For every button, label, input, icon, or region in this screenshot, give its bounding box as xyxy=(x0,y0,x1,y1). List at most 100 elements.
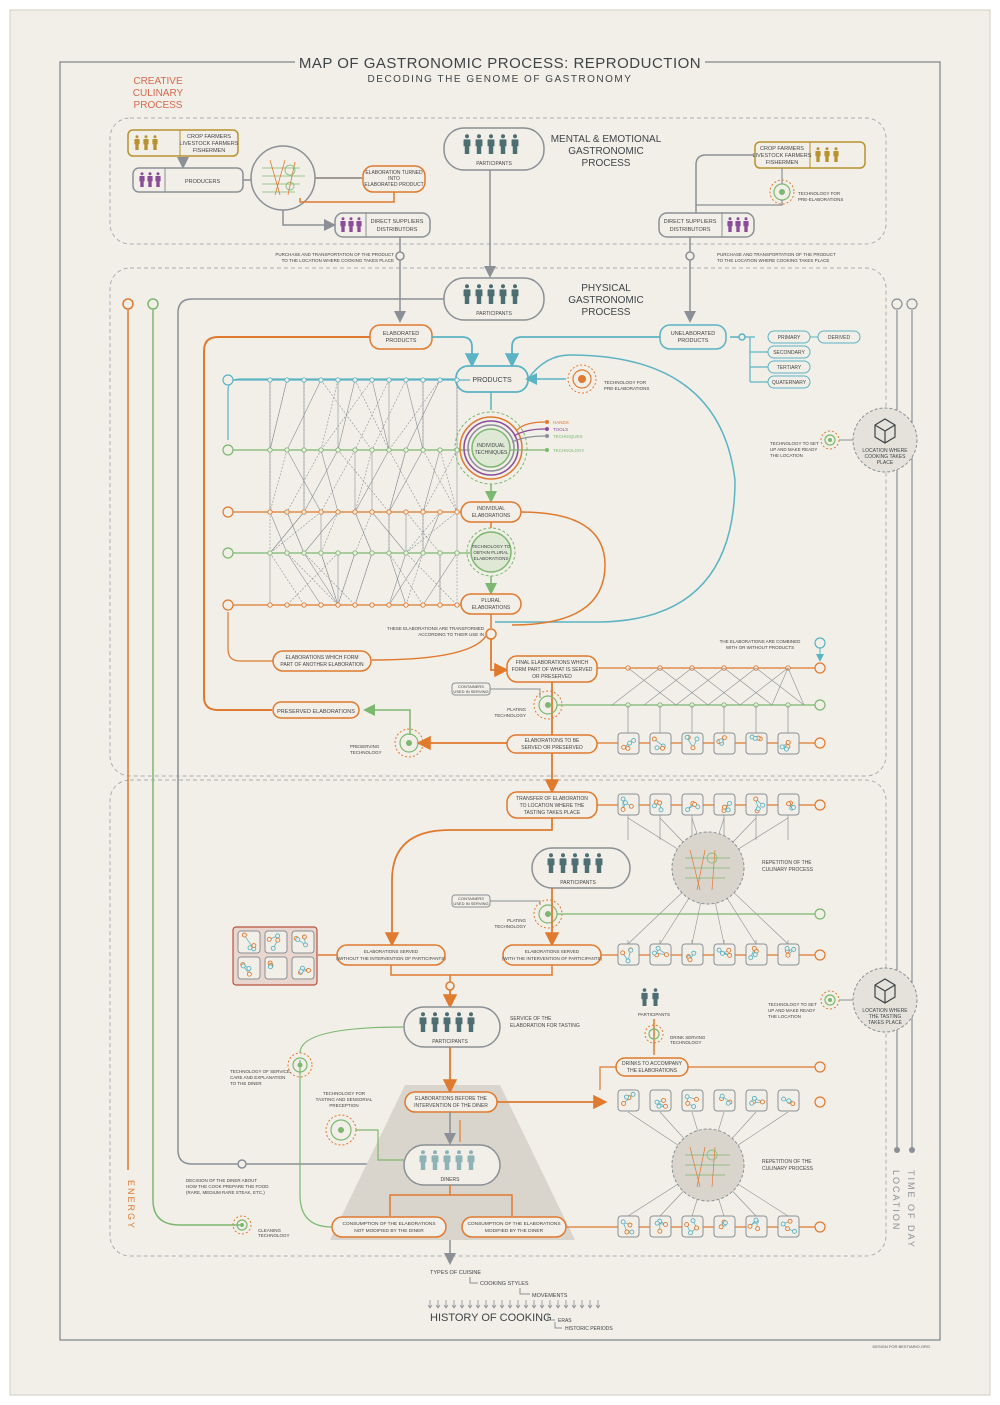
plate-icon xyxy=(745,943,768,966)
mental-heading: MENTAL & EMOTIONAL GASTRONOMIC PROCESS xyxy=(551,134,662,169)
energy-lines xyxy=(122,298,240,1226)
svg-text:TECHNOLOGY FOR: TECHNOLOGY FOR xyxy=(798,191,841,196)
svg-text:CONSUMPTION OF THE ELABORATION: CONSUMPTION OF THE ELABORATIONS xyxy=(467,1221,560,1227)
svg-text:LIVESTOCK FARMERS: LIVESTOCK FARMERS xyxy=(753,153,812,159)
svg-text:UP AND MAKE READY: UP AND MAKE READY xyxy=(770,447,817,452)
plate-icon xyxy=(681,793,704,816)
svg-text:TO THE LOCATION WHERE COOKING: TO THE LOCATION WHERE COOKING TAKES PLAC… xyxy=(717,258,829,263)
svg-text:UNELABORATED: UNELABORATED xyxy=(671,331,716,337)
participants-tasting xyxy=(531,847,631,889)
svg-text:PLATING: PLATING xyxy=(507,707,526,712)
svg-text:PLATING: PLATING xyxy=(507,918,526,923)
plate-icon xyxy=(264,930,288,954)
svg-text:(RARE, MEDIUM RARE STEAK, ETC.: (RARE, MEDIUM RARE STEAK, ETC.) xyxy=(186,1190,265,1195)
mental-to-physical-connectors: PURCHASE AND TRANSPORTATION OF THE PRODU… xyxy=(275,170,836,323)
plate-icon xyxy=(617,1089,640,1112)
modified-box xyxy=(461,1216,567,1238)
magnifier-circle-left xyxy=(250,145,316,211)
svg-text:SECONDARY: SECONDARY xyxy=(773,350,805,356)
svg-text:ELABORATIONS: ELABORATIONS xyxy=(472,605,511,611)
svg-text:SERVED OR PRESERVED: SERVED OR PRESERVED xyxy=(521,745,583,751)
svg-text:ELABORATIONS TO BE: ELABORATIONS TO BE xyxy=(525,738,580,744)
svg-text:TO THE LOCATION WHERE COOKING: TO THE LOCATION WHERE COOKING TAKES PLAC… xyxy=(282,258,394,263)
svg-text:ELABORATION TURNED: ELABORATION TURNED xyxy=(365,170,423,176)
svg-text:FORM PART OF WHAT IS SERVED: FORM PART OF WHAT IS SERVED xyxy=(512,667,593,673)
svg-text:ELABORATIONS: ELABORATIONS xyxy=(472,513,511,519)
time-of-day-label: TIME OF DAY xyxy=(906,1170,916,1249)
svg-text:MODIFIED BY THE DINER: MODIFIED BY THE DINER xyxy=(485,1228,544,1234)
svg-text:ELABORATED: ELABORATED xyxy=(383,331,420,337)
svg-text:TASTING AND SENSORIAL: TASTING AND SENSORIAL xyxy=(316,1097,373,1102)
svg-text:REPETITION OF THE: REPETITION OF THE xyxy=(762,1159,812,1165)
plate-icon xyxy=(777,732,800,755)
plates-grid-tasting xyxy=(617,793,800,1238)
svg-text:PARTICIPANTS: PARTICIPANTS xyxy=(638,1012,670,1017)
svg-text:HANDS: HANDS xyxy=(553,420,569,425)
plate-icon xyxy=(649,943,672,966)
svg-text:PARTICIPANTS: PARTICIPANTS xyxy=(432,1039,468,1045)
mental-section: CROP FARMERS LIVESTOCK FARMERS FISHERMEN… xyxy=(127,127,866,238)
plate-icon xyxy=(237,956,261,980)
svg-text:TECHNOLOGY FOR: TECHNOLOGY FOR xyxy=(323,1091,366,1096)
svg-text:PLURAL: PLURAL xyxy=(481,598,501,604)
svg-text:FISHERMEN: FISHERMEN xyxy=(193,148,225,154)
plate-icon xyxy=(617,793,640,816)
history-section: TYPES OF CUISINE COOKING STYLES MOVEMENT… xyxy=(427,1240,613,1332)
svg-text:ELABORATED PRODUCT: ELABORATED PRODUCT xyxy=(364,182,423,188)
plate-icon xyxy=(649,1089,672,1112)
plate-icon xyxy=(649,732,672,755)
svg-text:ACCORDING TO THEIR USE IN: ACCORDING TO THEIR USE IN xyxy=(418,632,484,637)
svg-text:DECISION OF THE DINER ABOUT: DECISION OF THE DINER ABOUT xyxy=(186,1178,257,1183)
svg-text:GASTRONOMIC: GASTRONOMIC xyxy=(568,295,644,306)
plate-icon xyxy=(681,732,704,755)
svg-text:CONTAINERS: CONTAINERS xyxy=(458,896,484,901)
svg-text:CROP FARMERS: CROP FARMERS xyxy=(187,134,231,140)
svg-text:PARTICIPANTS: PARTICIPANTS xyxy=(560,880,596,886)
svg-text:SERVICE OF THE: SERVICE OF THE xyxy=(510,1016,552,1022)
svg-text:ELABORATIONS WHICH FORM: ELABORATIONS WHICH FORM xyxy=(286,655,359,661)
svg-text:TECHNOLOGY: TECHNOLOGY xyxy=(670,1040,702,1045)
plate-icon xyxy=(681,1089,704,1112)
svg-text:DIRECT SUPPLIERS: DIRECT SUPPLIERS xyxy=(371,219,424,225)
svg-text:THE TASTING: THE TASTING xyxy=(869,1014,902,1020)
plate-icon xyxy=(745,1089,768,1112)
elaboration-network xyxy=(222,374,470,611)
svg-text:DRINK SERVING: DRINK SERVING xyxy=(670,1035,706,1040)
svg-text:PARTICIPANTS: PARTICIPANTS xyxy=(476,161,512,167)
unelaborated-products-box xyxy=(659,324,727,350)
svg-text:DIRECT SUPPLIERS: DIRECT SUPPLIERS xyxy=(664,219,717,225)
svg-text:TECHNIQUES: TECHNIQUES xyxy=(553,434,583,439)
svg-text:CULINARY: CULINARY xyxy=(133,88,184,99)
svg-text:PARTICIPANTS: PARTICIPANTS xyxy=(476,311,512,317)
svg-text:CONTAINERS: CONTAINERS xyxy=(458,684,484,689)
plate-icon xyxy=(713,793,736,816)
individual-elaborations-box xyxy=(460,501,522,523)
svg-text:TO THE DINER: TO THE DINER xyxy=(230,1081,262,1086)
svg-text:COOKING TAKES: COOKING TAKES xyxy=(865,454,907,460)
svg-text:ELABORATIONS SERVED: ELABORATIONS SERVED xyxy=(525,949,580,954)
svg-text:INTO: INTO xyxy=(388,176,400,182)
svg-text:ELABORATIONS SERVED: ELABORATIONS SERVED xyxy=(364,949,419,954)
plate-icon xyxy=(237,930,261,954)
svg-text:(WITH THE INTERVENTION OF PART: (WITH THE INTERVENTION OF PARTICIPANTS) xyxy=(502,956,603,961)
plate-icon xyxy=(681,943,704,966)
svg-text:QUATERNARY: QUATERNARY xyxy=(772,380,807,386)
not-modified-box xyxy=(331,1216,447,1238)
row-marker xyxy=(222,444,234,456)
svg-text:USED IN SERVING: USED IN SERVING xyxy=(453,689,488,694)
svg-text:LIVESTOCK FARMERS: LIVESTOCK FARMERS xyxy=(180,141,239,147)
svg-text:THE LOCATION: THE LOCATION xyxy=(770,453,803,458)
svg-text:TECHNOLOGY: TECHNOLOGY xyxy=(258,1233,290,1238)
page-subtitle: DECODING THE GENOME OF GASTRONOMY xyxy=(368,74,633,85)
svg-text:PROCESS: PROCESS xyxy=(582,307,631,318)
svg-text:CONSUMPTION OF THE ELABORATION: CONSUMPTION OF THE ELABORATIONS xyxy=(342,1221,435,1227)
svg-text:FINAL ELABORATIONS WHICH: FINAL ELABORATIONS WHICH xyxy=(516,660,589,666)
svg-text:PROCESS: PROCESS xyxy=(582,158,631,169)
tasting-section-outline xyxy=(109,779,887,1257)
creative-culinary-label: CREATIVE CULINARY PROCESS xyxy=(133,76,184,111)
svg-text:NOT MODIFIED BY THE DINER: NOT MODIFIED BY THE DINER xyxy=(354,1228,424,1234)
svg-text:HOW THE COOK PREPARE THE FOOD: HOW THE COOK PREPARE THE FOOD xyxy=(186,1184,269,1189)
plate-icon xyxy=(713,732,736,755)
history-title: HISTORY OF COOKING xyxy=(430,1312,552,1324)
